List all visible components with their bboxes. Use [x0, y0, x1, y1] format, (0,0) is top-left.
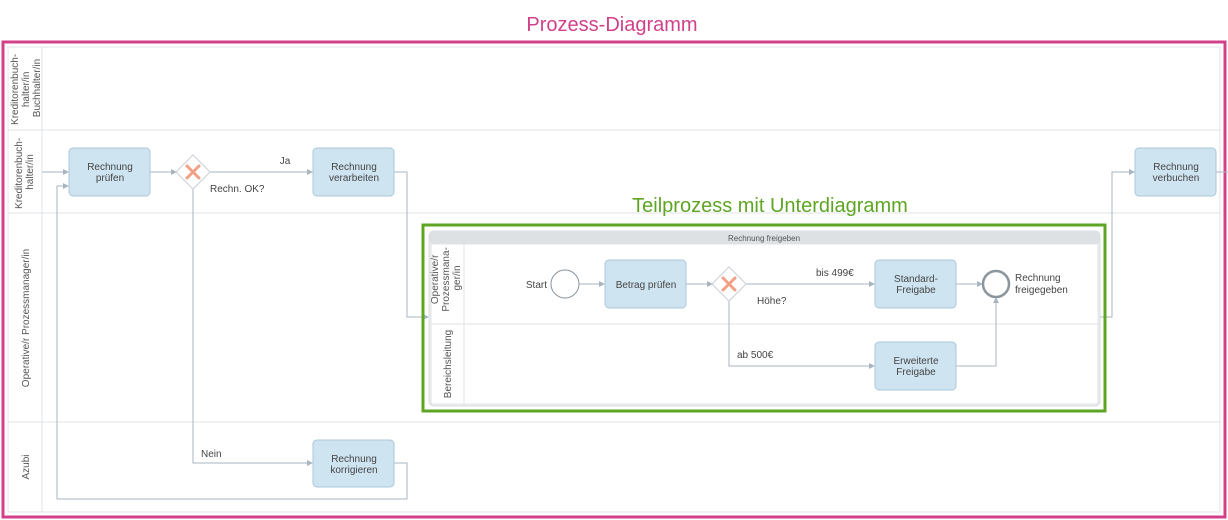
task-standard-freigabe[interactable]: Standard-Freigabe	[874, 259, 957, 309]
x-icon	[185, 164, 201, 180]
subprocess-container	[428, 230, 1101, 407]
task-betrag-pruefen[interactable]: Betrag prüfen	[604, 259, 687, 309]
subprocess-title: Rechnung freigeben	[728, 234, 800, 243]
subprocess-flows	[579, 281, 999, 369]
subprocess-frame	[421, 223, 1107, 413]
flow-label-nein: Nein	[201, 449, 222, 460]
flow-label-bis-499: bis 499€	[816, 268, 854, 279]
subprocess-caption: Teilprozess mit Unterdiagramm	[632, 195, 908, 217]
lane-label-prozessmanager: Operative/r Prozessmanager/in	[21, 249, 32, 387]
lane-label-azubi: Azubi	[21, 454, 32, 479]
flow-label-ab-500: ab 500€	[737, 350, 774, 361]
main-frame	[1, 40, 1227, 519]
svg-text:Standard-Freigabe: Standard-Freigabe	[894, 274, 938, 296]
end-event-label: Rechnung freigegeben	[1015, 273, 1068, 296]
x-icon	[721, 276, 737, 292]
main-caption: Prozess-Diagramm	[526, 14, 697, 36]
flow-label-hoehe: Höhe?	[757, 296, 787, 307]
gateway-hoehe[interactable]	[711, 266, 747, 302]
lane-label-kreditoren-buchhalter: Kreditorenbuch- halter/in Buchhalter/in	[10, 51, 43, 125]
sub-lane-label-bereichsleitung: Bereichsleitung	[443, 330, 454, 398]
sub-lane-label-prozessmanager: Operative/r Prozessmana- ger/in	[430, 244, 463, 311]
flow-label-rechn-ok: Rechn. OK?	[210, 184, 265, 195]
start-event[interactable]	[550, 269, 580, 299]
svg-text:Betrag prüfen: Betrag prüfen	[616, 280, 677, 291]
start-event-label: Start	[526, 280, 547, 291]
end-event[interactable]	[981, 269, 1011, 299]
gateway-rechnung-ok[interactable]	[175, 154, 211, 190]
flow-label-ja: Ja	[280, 156, 291, 167]
lane-label-kreditorenbuchhalter: Kreditorenbuch- halter/in	[14, 135, 36, 209]
